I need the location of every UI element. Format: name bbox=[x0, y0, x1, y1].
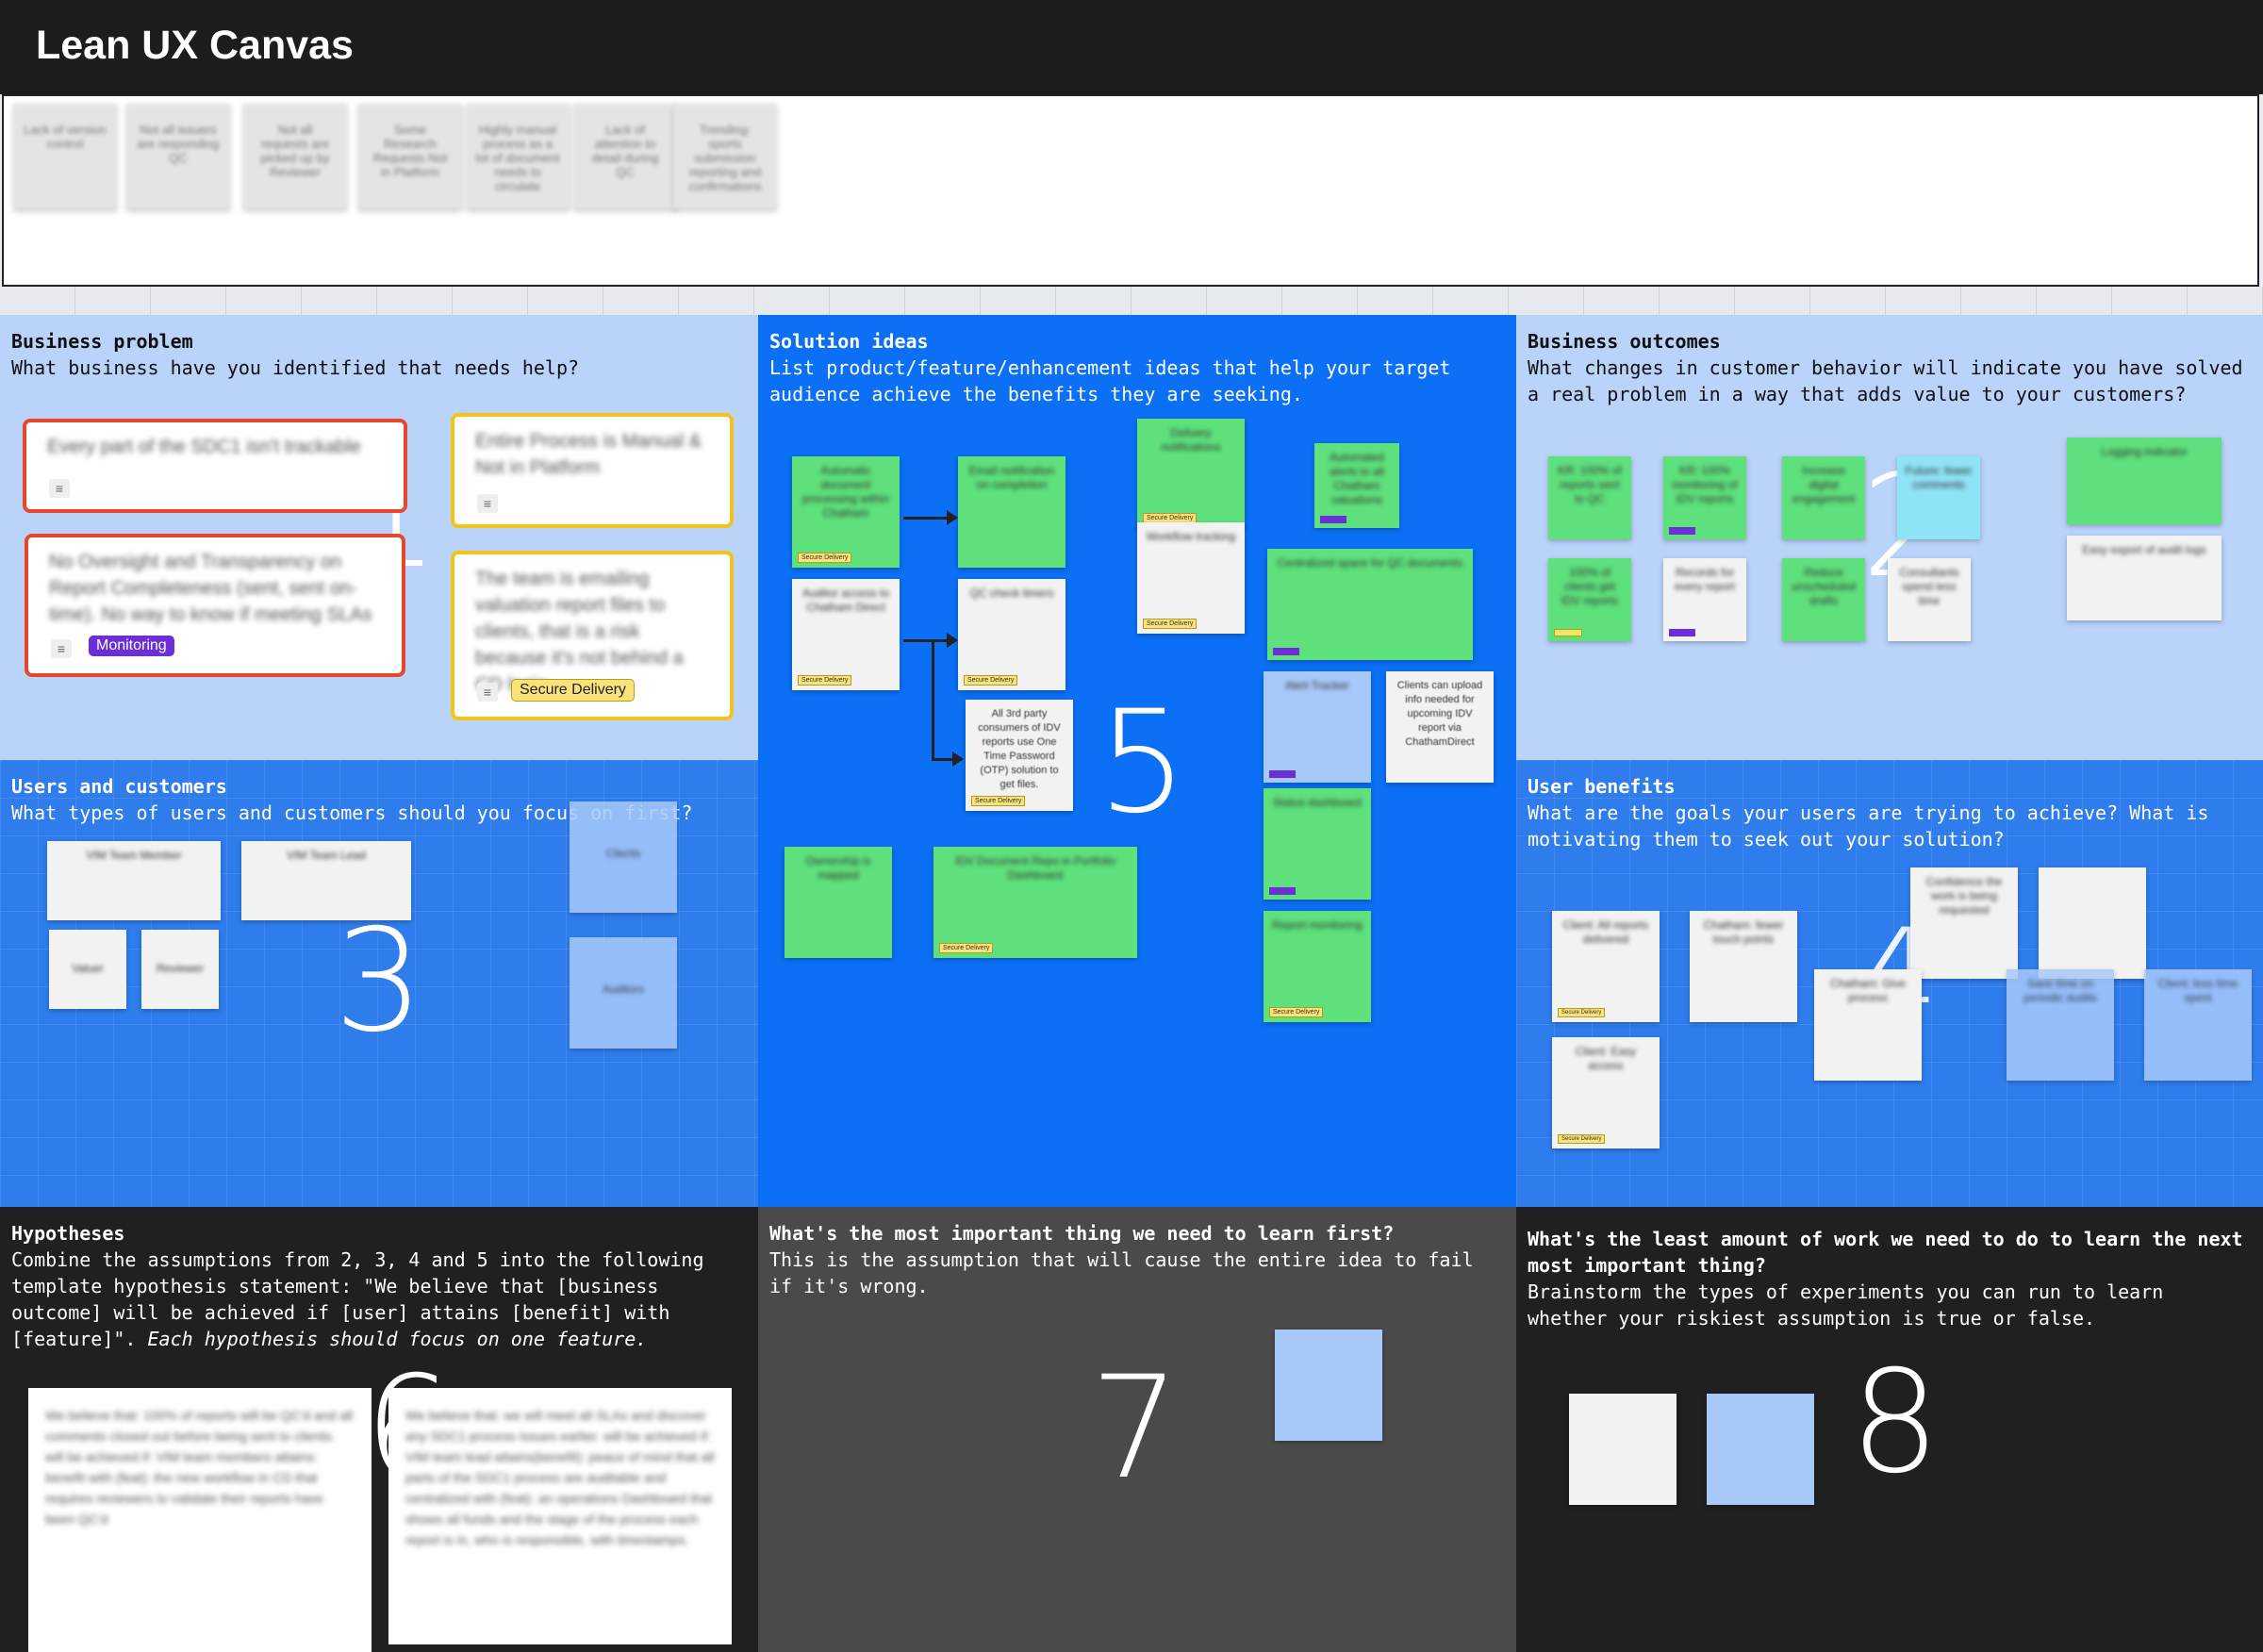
section-description: What are the goals your users are trying… bbox=[1528, 801, 2209, 851]
strip-sticky-note[interactable]: Highly manual process as a lot of docume… bbox=[466, 104, 570, 209]
least-work-panel[interactable]: What's the least amount of work we need … bbox=[1516, 1207, 2263, 1652]
section-number: 3 bbox=[334, 900, 424, 1064]
outcome-sticky-note[interactable]: KR: 100% monitoring of IDV reports bbox=[1663, 456, 1746, 539]
user-sticky-note[interactable]: VIM Team Member bbox=[47, 841, 221, 920]
section-heading: Business problem bbox=[11, 330, 193, 353]
business-problem-panel[interactable]: Business problem What business have you … bbox=[0, 315, 758, 760]
description-icon: ≡ bbox=[477, 683, 498, 702]
outcome-sticky-note[interactable]: Increase digital engagement bbox=[1782, 456, 1865, 539]
outcome-sticky-note[interactable]: Logging indicator bbox=[2067, 438, 2222, 524]
solution-sticky-note[interactable]: Ownership is mapped bbox=[785, 847, 892, 958]
section-description: List product/feature/enhancement ideas t… bbox=[769, 356, 1451, 405]
strip-sticky-note[interactable]: Not all requests are picked up by Review… bbox=[243, 104, 347, 209]
solution-sticky-note[interactable]: IDV Document Repo in Portfolio Dashboard… bbox=[933, 847, 1137, 958]
connector-arrow bbox=[932, 758, 956, 761]
secure-delivery-tag: Secure Delivery bbox=[511, 679, 635, 702]
strip-sticky-note[interactable]: Not all issuers are responding QC bbox=[126, 104, 230, 209]
problem-card[interactable]: Every part of the SDC1 isn't trackable ≡ bbox=[23, 419, 407, 513]
user-sticky-note[interactable]: Valuer bbox=[49, 930, 126, 1009]
section-number: 8 bbox=[1850, 1341, 1941, 1505]
solution-sticky-note[interactable]: Email notification on completion bbox=[958, 456, 1065, 568]
board-title: Lean UX Canvas bbox=[36, 23, 354, 68]
strip-sticky-note[interactable]: Lack of version control bbox=[13, 104, 117, 209]
monitoring-tag: Monitoring bbox=[89, 636, 174, 656]
hypotheses-panel[interactable]: Hypotheses Combine the assumptions from … bbox=[0, 1207, 758, 1652]
outcome-sticky-note[interactable]: Consultants spend less time bbox=[1888, 558, 1971, 641]
hypothesis-card[interactable]: We believe that: 100% of reports will be… bbox=[28, 1388, 372, 1652]
benefit-sticky-note[interactable]: Confidence the work is being requested bbox=[1910, 867, 2018, 979]
solution-sticky-note[interactable]: Alert Tracker bbox=[1264, 671, 1371, 783]
benefit-sticky-note[interactable]: Chatham: Give process bbox=[1814, 969, 1922, 1081]
section-description: What changes in customer behavior will i… bbox=[1528, 356, 2243, 405]
users-and-customers-panel[interactable]: Users and customers What types of users … bbox=[0, 760, 758, 1207]
description-icon: ≡ bbox=[49, 479, 70, 498]
problem-card[interactable]: Entire Process is Manual & Not in Platfo… bbox=[451, 413, 734, 528]
arrowhead-icon bbox=[952, 752, 964, 767]
section-number: 5 bbox=[1098, 681, 1188, 845]
section-description: Brainstorm the types of experiments you … bbox=[1528, 1280, 2164, 1330]
benefit-sticky-note[interactable]: Chatham: fewer touch points bbox=[1690, 911, 1797, 1022]
blank-sticky-note[interactable] bbox=[1275, 1330, 1382, 1441]
section-heading: What's the least amount of work we need … bbox=[1528, 1228, 2243, 1277]
description-icon: ≡ bbox=[477, 494, 498, 513]
outcome-sticky-note[interactable]: Future: fewer comments bbox=[1897, 456, 1980, 539]
benefit-sticky-note[interactable]: Client: less time spent bbox=[2144, 969, 2252, 1081]
business-outcomes-panel[interactable]: Business outcomes What changes in custom… bbox=[1516, 315, 2263, 760]
strip-sticky-note[interactable]: Some Research Requests Not in Platform bbox=[358, 104, 462, 209]
section-heading: Hypotheses bbox=[11, 1222, 125, 1245]
section-description: What business have you identified that n… bbox=[11, 356, 580, 379]
section-heading: Users and customers bbox=[11, 775, 227, 798]
connector-arrow bbox=[903, 517, 952, 520]
user-sticky-note[interactable]: Auditors bbox=[570, 937, 677, 1049]
section-heading: What's the most important thing we need … bbox=[769, 1222, 1395, 1245]
connector-arrow bbox=[903, 639, 952, 642]
outcome-sticky-note[interactable]: 100% of clients get IDV reports bbox=[1548, 558, 1631, 641]
user-benefits-panel[interactable]: User benefits What are the goals your us… bbox=[1516, 760, 2263, 1207]
solution-sticky-note[interactable]: Automated alerts to all Chatham valuatio… bbox=[1314, 443, 1399, 528]
solution-sticky-note[interactable]: Automatic document processing within Cha… bbox=[792, 456, 900, 568]
user-sticky-note[interactable]: VIM Team Lead bbox=[241, 841, 411, 920]
section-heading: Business outcomes bbox=[1528, 330, 1721, 353]
benefit-sticky-note[interactable] bbox=[2039, 867, 2146, 979]
user-sticky-note[interactable]: Clients bbox=[570, 801, 677, 913]
solution-sticky-note[interactable]: Centralized space for QC documents bbox=[1267, 549, 1473, 660]
user-sticky-note[interactable]: Reviewer bbox=[141, 930, 219, 1009]
arrowhead-icon bbox=[947, 510, 958, 525]
parking-lot-strip: Lack of version control Not all issuers … bbox=[2, 94, 2259, 287]
problem-card[interactable]: The team is emailing valuation report fi… bbox=[451, 551, 734, 720]
outcome-sticky-note[interactable]: Easy export of audit logs bbox=[2067, 536, 2222, 620]
section-description: This is the assumption that will cause t… bbox=[769, 1248, 1474, 1297]
title-bar: Lean UX Canvas bbox=[0, 0, 2263, 94]
outcome-sticky-note[interactable]: Records for every report bbox=[1663, 558, 1746, 641]
solution-sticky-note[interactable]: All 3rd party consumers of IDV reports u… bbox=[966, 700, 1073, 811]
section-heading: User benefits bbox=[1528, 775, 1676, 798]
section-number: 7 bbox=[1090, 1346, 1181, 1511]
solution-sticky-note[interactable]: Status dashboard bbox=[1264, 788, 1371, 900]
section-heading: Solution ideas bbox=[769, 330, 929, 353]
solution-sticky-note[interactable]: Clients can upload info needed for upcom… bbox=[1386, 671, 1494, 783]
blank-sticky-note[interactable] bbox=[1707, 1394, 1814, 1505]
solution-ideas-panel[interactable]: Solution ideas List product/feature/enha… bbox=[758, 315, 1516, 1207]
strip-sticky-note[interactable]: Trending: sports submission reporting an… bbox=[673, 104, 777, 209]
section-description: Combine the assumptions from 2, 3, 4 and… bbox=[11, 1248, 704, 1350]
connector-arrow bbox=[932, 639, 934, 760]
blank-sticky-note[interactable] bbox=[1569, 1394, 1677, 1505]
benefit-sticky-note[interactable]: Save time on periodic audits bbox=[2007, 969, 2114, 1081]
strip-sticky-note[interactable]: Lack of attention to detail during QC bbox=[573, 104, 677, 209]
hypothesis-card[interactable]: We believe that: we will meet all SLAs a… bbox=[388, 1388, 732, 1644]
outcome-sticky-note[interactable]: Reduce unscheduled drafts bbox=[1782, 558, 1865, 641]
learn-first-panel[interactable]: What's the most important thing we need … bbox=[758, 1207, 1516, 1652]
arrowhead-icon bbox=[947, 633, 958, 648]
problem-card[interactable]: No Oversight and Transparency on Report … bbox=[25, 534, 405, 677]
canvas-grid-ruler bbox=[0, 287, 2263, 316]
description-icon: ≡ bbox=[51, 639, 72, 658]
outcome-sticky-note[interactable]: KR: 100% of reports sent to QC bbox=[1548, 456, 1631, 539]
